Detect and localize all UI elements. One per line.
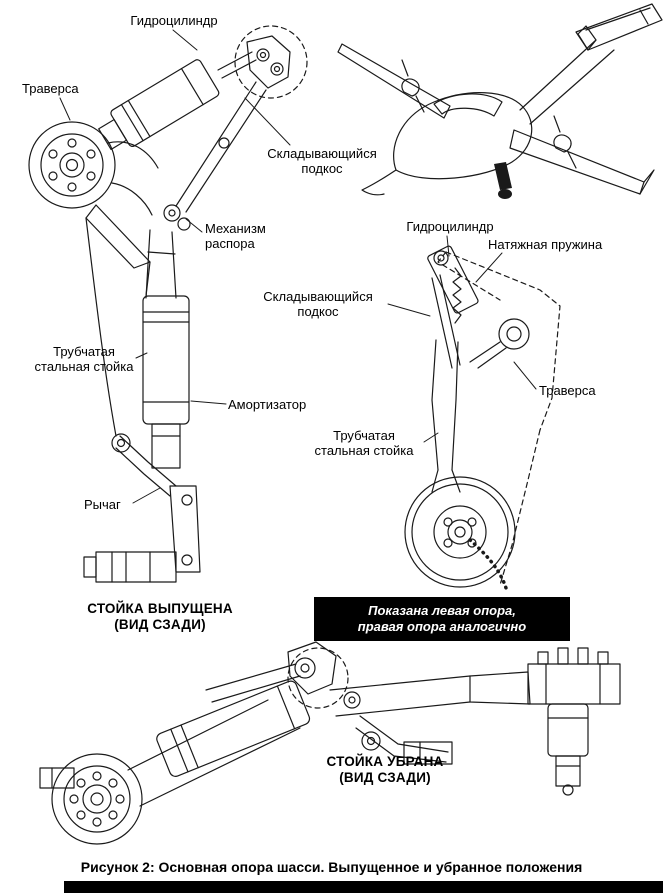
note-line1: Показана левая опора, bbox=[368, 603, 516, 618]
label-spreader-mechanism: Механизм распора bbox=[205, 221, 266, 251]
caption-gear-extended: СТОЙКА ВЫПУЩЕНА (ВИД СЗАДИ) bbox=[60, 601, 260, 633]
leader-lines bbox=[59, 29, 537, 504]
label-tubular-steel-strut-side: Трубчатая стальная стойка bbox=[314, 428, 414, 458]
label-traverse-extended: Траверса bbox=[22, 81, 79, 96]
aircraft-overview-drawing bbox=[337, 3, 663, 199]
gear-side-view-drawing bbox=[404, 245, 561, 590]
caption-gear-retracted: СТОЙКА УБРАНА (ВИД СЗАДИ) bbox=[295, 754, 475, 786]
label-folding-brace-side: Складывающийся подкос bbox=[263, 289, 373, 319]
figure-caption: Рисунок 2: Основная опора шасси. Выпущен… bbox=[80, 859, 583, 875]
caption-gear-retracted-line1: СТОЙКА УБРАНА bbox=[326, 754, 444, 769]
note-line2: правая опора аналогично bbox=[357, 619, 527, 634]
label-shock-absorber: Амортизатор bbox=[228, 397, 307, 412]
landing-gear-highlight bbox=[494, 162, 512, 190]
caption-gear-extended-line2: (ВИД СЗАДИ) bbox=[114, 617, 206, 632]
caption-gear-extended-line1: СТОЙКА ВЫПУЩЕНА bbox=[87, 601, 233, 616]
label-tension-spring: Натяжная пружина bbox=[488, 237, 603, 252]
label-hydraulic-cylinder-side: Гидроцилиндр bbox=[406, 219, 494, 234]
label-tubular-steel-strut-extended: Трубчатая стальная стойка bbox=[34, 344, 134, 374]
gear-retracted-drawing bbox=[39, 641, 621, 845]
label-lever: Рычаг bbox=[84, 497, 121, 512]
label-traverse-side: Траверса bbox=[539, 383, 596, 398]
caption-gear-retracted-line2: (ВИД СЗАДИ) bbox=[339, 770, 431, 785]
note-box: Показана левая опора, правая опора анало… bbox=[314, 597, 570, 641]
gear-extended-drawing bbox=[28, 25, 308, 583]
label-folding-brace-extended: Складывающийся подкос bbox=[267, 146, 377, 176]
bottom-black-bar bbox=[64, 881, 663, 893]
label-hydraulic-cylinder-extended: Гидроцилиндр bbox=[130, 13, 218, 28]
